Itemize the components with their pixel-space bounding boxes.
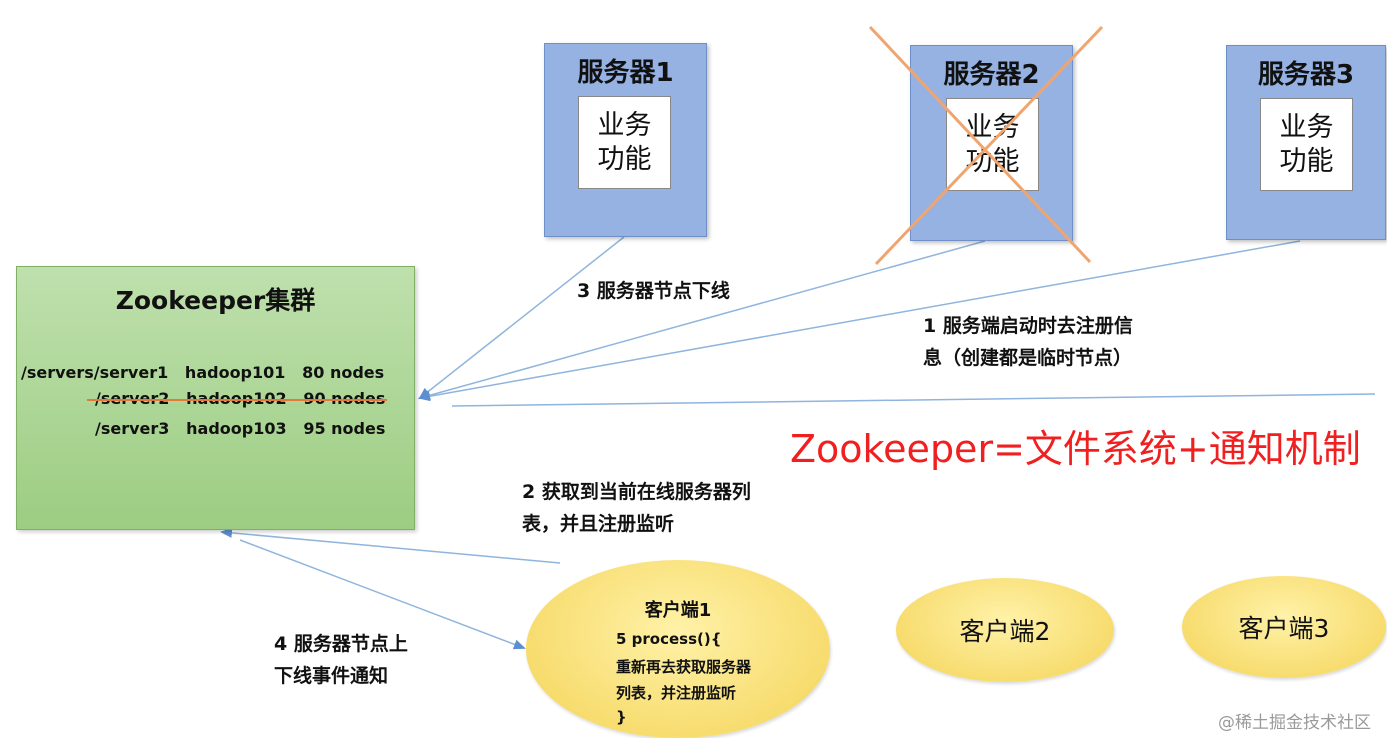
zk-row-server2: /server2 hadoop102 90 nodes bbox=[95, 389, 385, 408]
client-1-line-2: 重新再去获取服务器 bbox=[616, 658, 752, 676]
zookeeper-formula: Zookeeper=文件系统+通知机制 bbox=[790, 427, 1361, 471]
client-2-label: 客户端2 bbox=[959, 617, 1051, 646]
zookeeper-cluster-title: Zookeeper集群 bbox=[115, 286, 316, 315]
server-2-offline-cross bbox=[868, 25, 1104, 266]
client-1-title: 客户端1 bbox=[644, 600, 712, 621]
server-2-title: 服务器2 bbox=[943, 60, 1040, 90]
step-4-label-line1: 4 服务器节点上 bbox=[274, 633, 408, 655]
watermark: @稀土掘金技术社区 bbox=[1218, 713, 1371, 733]
client-1-ellipse: 客户端1 5 process(){ 重新再去获取服务器 列表，并注册监听 } bbox=[526, 560, 830, 738]
server-1-title: 服务器1 bbox=[577, 58, 674, 88]
client-3-label: 客户端3 bbox=[1238, 614, 1330, 643]
server-3-function-box: 业务功能 bbox=[1260, 98, 1353, 191]
client-1-line-1: 5 process(){ bbox=[616, 630, 722, 648]
server-3-title: 服务器3 bbox=[1257, 60, 1355, 90]
client-2-ellipse: 客户端2 bbox=[896, 578, 1114, 682]
arrow-zk-to-client1 bbox=[239, 539, 526, 650]
line-clients-to-zk bbox=[451, 393, 1376, 407]
step-2-label-line2: 表，并且注册监听 bbox=[522, 513, 675, 535]
client-3-ellipse: 客户端3 bbox=[1182, 576, 1386, 678]
arrow-server3-to-zk bbox=[418, 240, 1301, 402]
arrow-server1-to-zk bbox=[418, 236, 625, 400]
client-1-line-4: } bbox=[616, 708, 627, 726]
arrow-client1-to-zk bbox=[220, 527, 561, 564]
step-4-label-line2: 下线事件通知 bbox=[274, 665, 389, 687]
step-1-label-line2: 息（创建都是临时节点） bbox=[923, 347, 1133, 369]
arrow-server2-to-zk bbox=[418, 240, 986, 401]
zookeeper-cluster-box: Zookeeper集群 /servers/server1 hadoop101 8… bbox=[16, 266, 415, 530]
server-2-box: 服务器2 业务功能 bbox=[910, 45, 1073, 241]
server-1-box: 服务器1 业务功能 bbox=[544, 43, 707, 237]
step-1-label-line1: 1 服务端启动时去注册信 bbox=[923, 315, 1133, 337]
client-1-line-3: 列表，并注册监听 bbox=[616, 684, 737, 702]
server-1-function-box: 业务功能 bbox=[578, 96, 671, 189]
zk-row-server1: /servers/server1 hadoop101 80 nodes bbox=[21, 363, 385, 382]
server-2-function-box: 业务功能 bbox=[946, 98, 1039, 191]
zk-row-server2-strikethrough bbox=[87, 399, 387, 401]
step-3-label: 3 服务器节点下线 bbox=[577, 280, 730, 302]
step-2-label-line1: 2 获取到当前在线服务器列 bbox=[522, 481, 751, 503]
server-3-box: 服务器3 业务功能 bbox=[1226, 45, 1386, 240]
zk-row-server3: /server3 hadoop103 95 nodes bbox=[95, 419, 386, 438]
